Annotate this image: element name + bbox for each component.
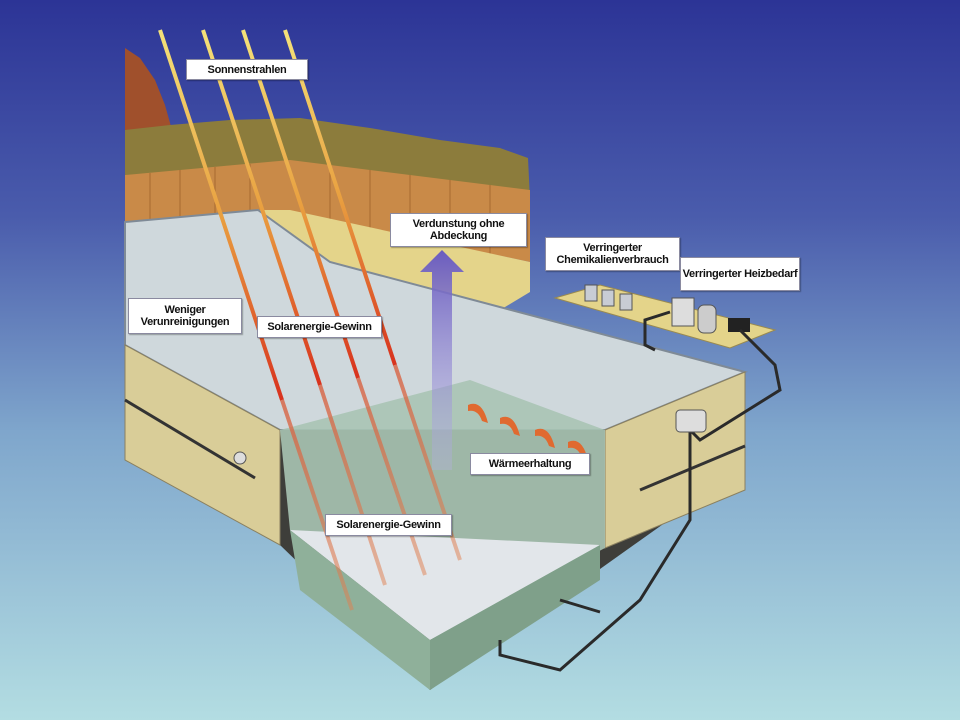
pool-floor (290, 530, 600, 640)
evaporation-arrow (420, 250, 464, 470)
label-heat-retention: Wärmeerhaltung (470, 453, 590, 475)
label-heating: Verringerter Heizbedarf (680, 257, 800, 291)
label-evaporation: Verdunstung ohne Abdeckung (390, 213, 527, 247)
label-sun-rays: Sonnenstrahlen (186, 59, 308, 80)
deck (258, 210, 530, 310)
pipes (498, 310, 782, 672)
tree (125, 48, 172, 135)
label-solar-gain-top: Solarenergie-Gewinn (257, 316, 382, 338)
label-less-dirt: Weniger Verunreinigungen (128, 298, 242, 334)
label-chemicals: Verringerter Chemikalienverbrauch (545, 237, 680, 271)
label-solar-gain-bottom: Solarenergie-Gewinn (325, 514, 452, 536)
skimmer (675, 409, 707, 433)
